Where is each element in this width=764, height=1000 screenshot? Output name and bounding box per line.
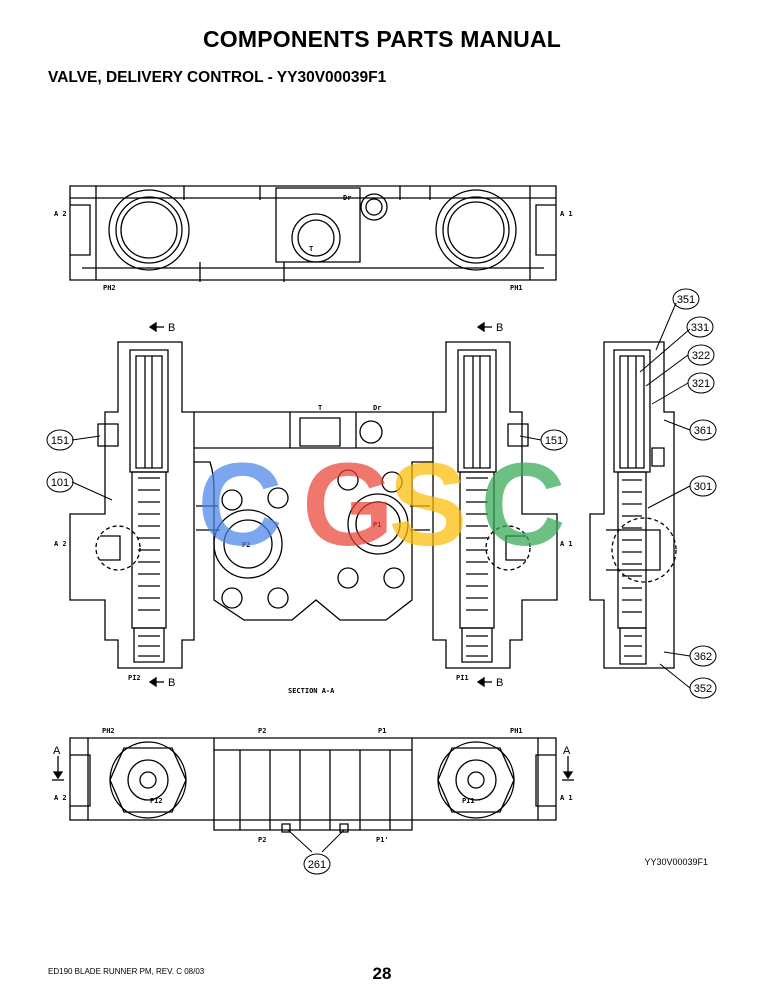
watermark-letter-g: G <box>302 439 394 571</box>
port-label-a2-section: A 2 <box>54 540 67 548</box>
port-label-dr-top: Dr <box>343 194 351 202</box>
port-label-a1-bottom: A 1 <box>560 794 573 802</box>
port-label-p2-section: P2 <box>242 541 250 549</box>
callout-362: 362 <box>694 651 712 663</box>
port-label-dr-section: Dr <box>373 404 381 412</box>
drawing-id: YY30V00039F1 <box>644 857 708 867</box>
section-mark-b-top-left: B <box>168 322 175 334</box>
port-label-p1-section: P1 <box>373 521 381 529</box>
port-label-ph1-top: PH1 <box>510 284 523 292</box>
port-label-ph2-bottom: PH2 <box>102 727 115 735</box>
bottom-view <box>52 737 574 833</box>
view-mark-a-right: A <box>563 745 571 757</box>
port-label-p1-bottom-top: P1 <box>378 727 386 735</box>
port-label-ph1-bottom: PH1 <box>510 727 523 735</box>
watermark-letter-c1: C <box>197 439 282 571</box>
callout-301: 301 <box>694 481 712 493</box>
port-label-ph2-top: PH2 <box>103 284 116 292</box>
watermark: C G S C <box>197 439 565 571</box>
port-label-pi1-section: PI1 <box>456 674 469 682</box>
port-label-t-top: T <box>309 245 313 253</box>
callouts: 351 331 322 321 361 151 151 101 301 362 … <box>46 288 717 875</box>
section-view-labels: T Dr A 2 A 1 P2 P1 PI2 PI1 SECTION A-A B… <box>54 321 573 695</box>
callout-261: 261 <box>308 859 326 871</box>
port-label-a2-bottom: A 2 <box>54 794 67 802</box>
section-caption: SECTION A-A <box>288 687 335 695</box>
port-label-p2-bottom-top: P2 <box>258 727 266 735</box>
callout-321: 321 <box>692 378 710 390</box>
port-label-pi2-section: PI2 <box>128 674 141 682</box>
top-view <box>69 185 557 282</box>
callout-322: 322 <box>692 350 710 362</box>
section-mark-b-top-right: B <box>496 322 503 334</box>
manual-reference: ED190 BLADE RUNNER PM, REV. C 08/03 <box>48 967 205 976</box>
section-mark-b-bottom-right: B <box>496 677 503 689</box>
port-label-a1-section: A 1 <box>560 540 573 548</box>
port-label-a1-top: A 1 <box>560 210 573 218</box>
port-label-p2-bottom: P2 <box>258 836 266 844</box>
section-view <box>69 341 558 669</box>
port-label-pi2-bottom: PI2 <box>150 797 163 805</box>
page-title: COMPONENTS PARTS MANUAL <box>202 26 562 52</box>
callout-101: 101 <box>51 477 69 489</box>
section-mark-b-bottom-left: B <box>168 677 175 689</box>
view-mark-a-left: A <box>53 745 61 757</box>
page-subtitle: VALVE, DELIVERY CONTROL - YY30V00039F1 <box>48 69 387 86</box>
callout-151-left: 151 <box>51 435 69 447</box>
callout-151-right: 151 <box>545 435 563 447</box>
port-label-a2-top: A 2 <box>54 210 67 218</box>
port-label-p1-prime-bottom: P1' <box>376 836 389 844</box>
callout-351: 351 <box>677 294 695 306</box>
bottom-view-labels: PH2 PH1 P2 P1 P2 P1' PI2 PI1 A 2 A 1 A A <box>53 727 573 844</box>
port-label-pi1-bottom: PI1 <box>462 797 475 805</box>
callout-361: 361 <box>694 425 712 437</box>
page-number: 28 <box>372 964 392 983</box>
watermark-letter-c2: C <box>480 439 565 571</box>
port-label-t-section: T <box>318 404 322 412</box>
callout-352: 352 <box>694 683 712 695</box>
callout-331: 331 <box>691 322 709 334</box>
watermark-letter-s: S <box>389 439 468 571</box>
top-view-labels: A 2 A 1 PH2 PH1 Dr T <box>54 194 573 292</box>
side-view <box>589 341 677 669</box>
